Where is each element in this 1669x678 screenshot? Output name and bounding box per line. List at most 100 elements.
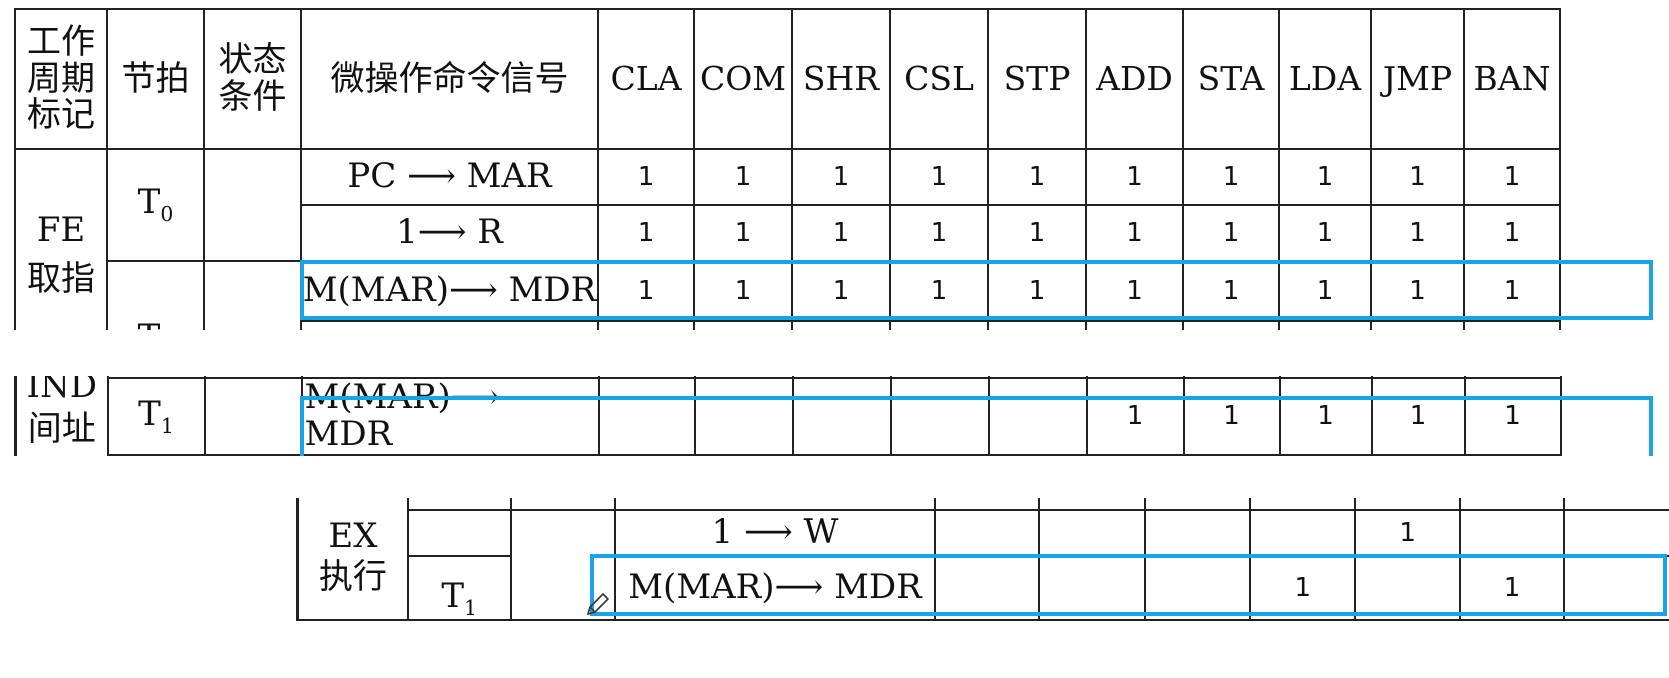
- signal-cell: [693, 453, 794, 456]
- table-row-cut: [16, 453, 1562, 456]
- cycle-ex-en: EX: [328, 515, 378, 556]
- header-condition: 状态 条件: [203, 8, 302, 150]
- signal-cell: 1: [1459, 555, 1565, 621]
- signal-cell: [1038, 498, 1147, 511]
- header-instr-add: ADD: [1085, 8, 1184, 150]
- signal-cell: [1459, 498, 1565, 511]
- control-signal-table-ind: IND 间址 T1 M(MAR)⟶ MDR 1 1 1 1 1: [14, 376, 1562, 456]
- micro-op-cell: [300, 320, 599, 330]
- signal-cell: 1: [693, 204, 793, 262]
- table-fragment-ex: EX 执行 1 ⟶ W 1 T1 M(MAR)⟶ MDR: [0, 498, 1669, 678]
- beat-cell: [106, 453, 206, 456]
- signal-cell: [1562, 498, 1669, 511]
- table-row: FE 取指 T0 PC ⟶ MAR 1 1 1 1 1 1 1 1 1 1: [14, 148, 1561, 330]
- beat-t0: T0: [106, 148, 205, 262]
- beat-label: T: [137, 182, 161, 223]
- header-condition-line: 条件: [218, 77, 287, 117]
- signal-cell: 1: [1249, 555, 1357, 621]
- signal-cell: [1144, 498, 1252, 511]
- beat-cell: [406, 498, 512, 511]
- cycle-fe: FE 取指: [14, 148, 108, 330]
- signal-cell: 1: [791, 204, 891, 262]
- signal-cell: 1: [597, 148, 695, 206]
- table-row-cut: [15, 320, 1561, 330]
- condition-cell: [509, 556, 617, 621]
- beat-cell: [406, 509, 512, 557]
- signal-cell: 1: [1278, 260, 1372, 322]
- signal-cell: [1354, 498, 1462, 511]
- signal-cell: 1: [791, 148, 891, 206]
- cycle-fe-cn: 取指: [27, 259, 95, 299]
- signal-cell: 1: [1370, 204, 1465, 262]
- signal-cell: [889, 320, 989, 330]
- signal-cell: [791, 377, 892, 456]
- signal-cell: [889, 377, 990, 456]
- signal-cell: [693, 320, 793, 330]
- table-row: T1 M(MAR)⟶ MDR 1 1 1 1 1: [16, 377, 1562, 456]
- micro-op-cell: PC ⟶ MAR: [300, 148, 599, 206]
- beat-subscript: 1: [160, 413, 174, 438]
- control-signal-table-fe: 工作 周期 标记 节拍 状态 条件 微操作命令信号 CLA COM SHR CS…: [14, 8, 1561, 330]
- signal-cell: 1: [1370, 260, 1465, 322]
- signal-cell: [1354, 555, 1462, 621]
- signal-cell: [597, 320, 695, 330]
- beat-label: T: [441, 575, 465, 616]
- header-cycle-mark-line: 标记: [27, 95, 95, 136]
- signal-cell: [1182, 453, 1281, 456]
- signal-cell: [933, 498, 1041, 511]
- header-cycle-mark-line: 周期: [27, 58, 95, 99]
- header-instr-sta: STA: [1182, 8, 1280, 150]
- signal-cell: 1: [1182, 260, 1280, 322]
- signal-cell: [1085, 453, 1185, 456]
- beat-label: T: [138, 317, 161, 330]
- condition-cell: [203, 148, 302, 262]
- header-instr-jmp: JMP: [1370, 8, 1465, 150]
- header-instr-shr: SHR: [791, 8, 891, 150]
- signal-cell: 1: [597, 204, 695, 262]
- signal-cell: [597, 377, 696, 456]
- signal-cell: [1463, 320, 1561, 330]
- header-cycle-mark-line: 工作: [27, 21, 95, 62]
- signal-cell: 1: [1370, 377, 1466, 456]
- signal-cell: 1: [693, 260, 793, 322]
- signal-cell: 1: [889, 148, 989, 206]
- header-micro-op: 微操作命令信号: [300, 8, 599, 150]
- micro-op-cell: 1 ⟶ W: [614, 509, 936, 557]
- signal-cell: 1: [693, 148, 793, 206]
- signal-cell: [933, 555, 1041, 621]
- micro-op-cell: M(MAR)⟶ MDR: [300, 260, 599, 322]
- condition-cell: [203, 453, 303, 456]
- header-beat: 节拍: [106, 8, 205, 150]
- signal-cell: [933, 509, 1041, 557]
- signal-cell: [597, 453, 696, 456]
- beat-subscript: 1: [464, 595, 478, 620]
- micro-op-cell: 1⟶ R: [300, 204, 599, 262]
- table-row: T1 M(MAR)⟶ MDR 1 1: [298, 555, 1669, 621]
- condition-cell: [203, 377, 303, 456]
- signal-cell: 1: [1278, 204, 1372, 262]
- signal-cell: 1: [1463, 260, 1561, 322]
- signal-cell: [1038, 555, 1147, 621]
- signal-cell: 1: [987, 204, 1087, 262]
- condition-cell: [509, 498, 617, 511]
- table-fragment-ind: IND 间址 T1 M(MAR)⟶ MDR 1 1 1 1 1: [14, 376, 1669, 456]
- beat-subscript: 0: [160, 202, 174, 227]
- beat-t1: T1: [106, 260, 205, 330]
- beat-t1: T1: [106, 377, 206, 456]
- signal-cell: 1: [987, 148, 1087, 206]
- signal-cell: 1: [987, 260, 1087, 322]
- cycle-ind-cn: 间址: [27, 408, 96, 449]
- table-row: 1 ⟶ W 1: [298, 509, 1669, 557]
- condition-cell: [509, 509, 617, 556]
- header-instr-cla: CLA: [597, 8, 695, 150]
- pencil-icon: [586, 592, 610, 616]
- signal-cell: [987, 320, 1087, 330]
- signal-cell: [1562, 555, 1669, 621]
- header-instr-com: COM: [693, 8, 793, 150]
- cycle-ind-en: IND: [26, 376, 97, 406]
- beat-t1: T1: [406, 555, 512, 621]
- signal-cell: 1: [889, 204, 989, 262]
- signal-cell: 1: [1085, 260, 1184, 322]
- table-row: T1 M(MAR)⟶ MDR 1 1 1 1 1 1 1 1 1 1: [15, 260, 1561, 330]
- micro-op-cell: M(MAR)⟶ MDR: [300, 377, 600, 456]
